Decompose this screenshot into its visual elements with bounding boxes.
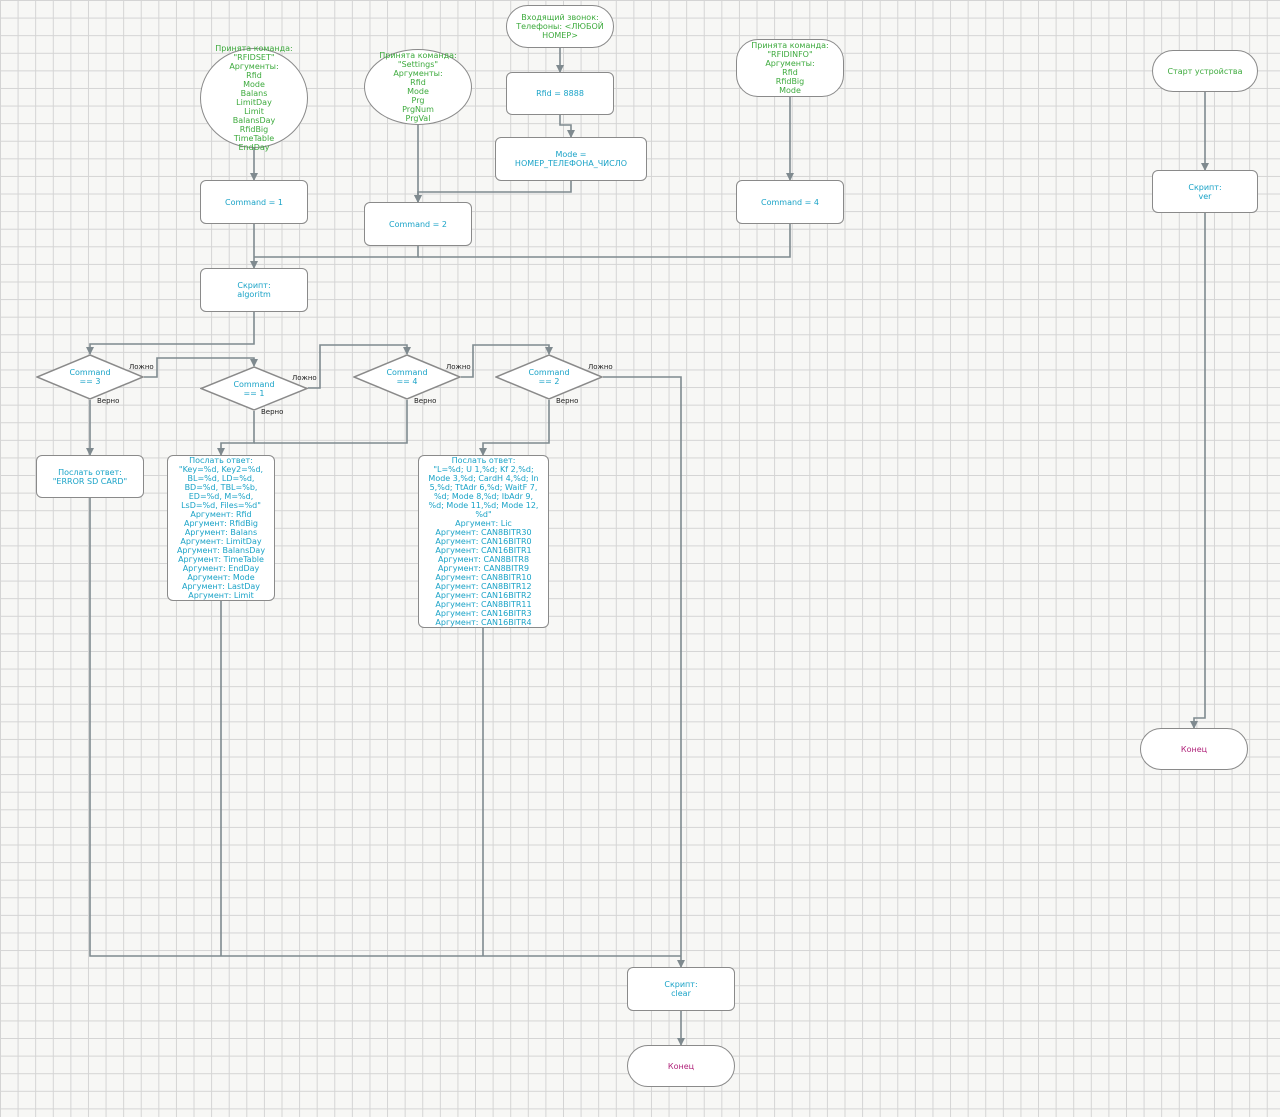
node-end-bottom[interactable]: Конец	[627, 1045, 735, 1087]
node-command-settings-text: Принята команда: "Settings" Аргументы: R…	[379, 51, 457, 123]
node-script-algoritm-text: Скрипт: algoritm	[237, 281, 271, 299]
node-command-2-text: Command = 2	[389, 219, 447, 229]
node-command-1[interactable]: Command = 1	[200, 180, 308, 224]
edge-rfid-to-mode	[559, 115, 575, 138]
node-rfid-8888[interactable]: Rfid = 8888	[506, 72, 614, 115]
node-send-keys-text: Послать ответ: "Key=%d, Key2=%d, BL=%d, …	[176, 456, 266, 600]
decision-command-2-text: Command == 2	[528, 368, 570, 386]
node-command-settings[interactable]: Принята команда: "Settings" Аргументы: R…	[364, 49, 472, 125]
edge-dec4-false-to-dec2	[461, 344, 553, 378]
label-dec2-true: Верно	[556, 397, 579, 405]
node-command-rfidinfo[interactable]: Принята команда: "RFIDINFO" Аргументы: R…	[736, 39, 844, 97]
decision-command-3-text: Command == 3	[69, 368, 111, 386]
edge-error-to-clear	[89, 498, 681, 957]
node-command-2[interactable]: Command = 2	[364, 202, 472, 246]
node-command-1-text: Command = 1	[225, 197, 283, 207]
edge-dec3-false-to-dec1	[144, 357, 258, 378]
edge-dec1-true-to-keys	[217, 411, 255, 456]
edge-mode-to-command2	[414, 181, 572, 203]
decision-command-4[interactable]: Command == 4	[353, 354, 461, 400]
node-incoming-call-text: Входящий звонок: Телефоны: <ЛЮБОЙ НОМЕР>	[516, 13, 604, 40]
node-command-rfidset[interactable]: Принята команда: "RFIDSET" Аргументы: Rf…	[200, 44, 308, 152]
node-script-algoritm[interactable]: Скрипт: algoritm	[200, 268, 308, 312]
node-script-ver[interactable]: Скрипт: ver	[1152, 170, 1258, 213]
decision-command-4-text: Command == 4	[386, 368, 428, 386]
node-send-error[interactable]: Послать ответ: "ERROR SD CARD"	[36, 455, 144, 498]
edge-ver-to-end	[1190, 213, 1206, 729]
label-dec4-true: Верно	[414, 397, 437, 405]
node-command-rfidset-text: Принята команда: "RFIDSET" Аргументы: Rf…	[215, 44, 293, 152]
node-end-bottom-text: Конец	[667, 1061, 695, 1071]
decision-command-1[interactable]: Command == 1	[200, 366, 308, 411]
edge-command2-to-algoritm	[254, 246, 419, 258]
node-incoming-call[interactable]: Входящий звонок: Телефоны: <ЛЮБОЙ НОМЕР>	[506, 5, 614, 48]
decision-shape	[36, 354, 144, 400]
node-mode-phone[interactable]: Mode = НОМЕР_ТЕЛЕФОНА_ЧИСЛО	[495, 137, 647, 181]
node-device-start[interactable]: Старт устройства	[1152, 50, 1258, 92]
node-end-right[interactable]: Конец	[1140, 728, 1248, 770]
node-command-4-text: Command = 4	[761, 197, 819, 207]
label-dec3-true: Верно	[97, 397, 120, 405]
node-command-rfidinfo-text: Принята команда: "RFIDINFO" Аргументы: R…	[751, 41, 829, 95]
decision-command-1-text: Command == 1	[233, 379, 275, 398]
node-rfid-8888-text: Rfid = 8888	[536, 89, 584, 98]
decision-shape	[495, 354, 603, 400]
label-dec2-false: Ложно	[588, 363, 613, 371]
edge-dec2-true-to-can	[479, 400, 550, 456]
node-script-clear-text: Скрипт: clear	[664, 980, 698, 998]
label-dec4-false: Ложно	[446, 363, 471, 371]
label-dec3-false: Ложно	[129, 363, 154, 371]
edge-algoritm-to-dec3	[86, 312, 255, 355]
decision-shape	[200, 366, 308, 411]
label-dec1-false: Ложно	[292, 374, 317, 382]
decision-command-3[interactable]: Command == 3	[36, 354, 144, 400]
node-script-ver-text: Скрипт: ver	[1188, 182, 1222, 201]
node-mode-phone-text: Mode = НОМЕР_ТЕЛЕФОНА_ЧИСЛО	[514, 150, 628, 168]
node-script-clear[interactable]: Скрипт: clear	[627, 967, 735, 1011]
label-dec1-true: Верно	[261, 408, 284, 416]
edge-dec4-true-to-keys	[254, 400, 408, 444]
node-send-can-text: Послать ответ: "L=%d; U 1,%d; Kf 2,%d; M…	[428, 456, 539, 627]
decision-shape	[353, 354, 461, 400]
node-device-start-text: Старт устройства	[1167, 66, 1243, 76]
edge-dec2-false-to-clear	[603, 376, 685, 968]
node-send-error-text: Послать ответ: "ERROR SD CARD"	[52, 467, 128, 486]
node-send-keys[interactable]: Послать ответ: "Key=%d, Key2=%d, BL=%d, …	[167, 455, 275, 601]
node-send-can[interactable]: Послать ответ: "L=%d; U 1,%d; Kf 2,%d; M…	[418, 455, 549, 628]
node-end-right-text: Конец	[1180, 744, 1208, 754]
node-command-4[interactable]: Command = 4	[736, 180, 844, 224]
edge-dec1-false-to-dec4	[308, 344, 411, 389]
decision-command-2[interactable]: Command == 2	[495, 354, 603, 400]
edge-command4-to-algoritm	[418, 224, 791, 258]
